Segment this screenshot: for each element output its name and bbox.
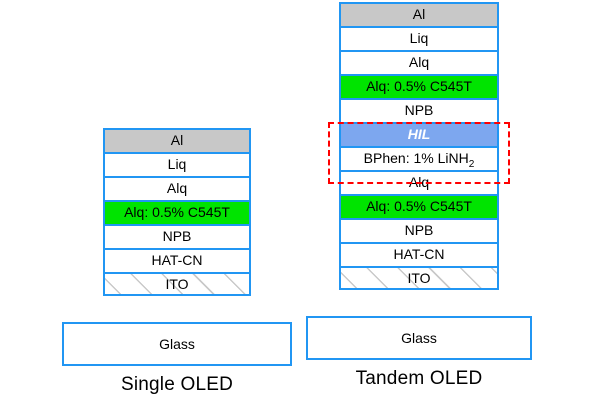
layer-row: Al bbox=[103, 128, 251, 152]
layer-row: ITO bbox=[103, 272, 251, 296]
caption-tandem-oled: Tandem OLED bbox=[355, 368, 483, 389]
layer-row: HAT-CN bbox=[103, 248, 251, 272]
layer-label: Alq bbox=[166, 180, 188, 196]
substrate-glass-tandem: Glass bbox=[306, 316, 532, 360]
layer-row: Alq: 0.5% C545T bbox=[339, 194, 499, 218]
layer-row: Liq bbox=[339, 26, 499, 50]
layer-label: Al bbox=[170, 132, 184, 148]
layer-row: Alq bbox=[339, 50, 499, 74]
layer-label: Alq bbox=[408, 174, 430, 190]
layer-label: Alq: 0.5% C545T bbox=[124, 204, 230, 220]
layer-label: Alq: 0.5% C545T bbox=[366, 78, 472, 94]
layer-label: Alq: 0.5% C545T bbox=[366, 198, 472, 214]
layer-row: HAT-CN bbox=[339, 242, 499, 266]
caption-single-oled: Single OLED bbox=[120, 374, 234, 395]
layer-row: Alq: 0.5% C545T bbox=[103, 200, 251, 224]
layer-row: Liq bbox=[103, 152, 251, 176]
layer-label: NPB bbox=[404, 102, 434, 118]
layer-label: Liq bbox=[409, 30, 429, 46]
layer-label: Liq bbox=[167, 156, 187, 172]
layer-row: Alq bbox=[103, 176, 251, 200]
layer-label: NPB bbox=[162, 228, 192, 244]
layer-row: ITO bbox=[339, 266, 499, 290]
layer-row: NPB bbox=[103, 224, 251, 248]
layer-label: HIL bbox=[407, 126, 431, 142]
layer-label: HAT-CN bbox=[393, 246, 445, 262]
layer-row: Al bbox=[339, 2, 499, 26]
layer-label: Al bbox=[412, 6, 426, 22]
layer-row: HIL bbox=[339, 122, 499, 146]
layer-label-subscript: 2 bbox=[468, 158, 475, 170]
layer-label: ITO bbox=[407, 270, 431, 286]
layer-label: HAT-CN bbox=[151, 252, 203, 268]
substrate-glass-single: Glass bbox=[62, 322, 292, 366]
layer-row: NPB bbox=[339, 98, 499, 122]
layer-label: Alq bbox=[408, 54, 430, 70]
layer-label: ITO bbox=[165, 276, 189, 292]
layer-row: BPhen: 1% LiNH2 bbox=[339, 146, 499, 170]
layer-row: Alq bbox=[339, 170, 499, 194]
layer-label: BPhen: 1% LiNH bbox=[363, 150, 469, 166]
layer-label: NPB bbox=[404, 222, 434, 238]
layer-row: Alq: 0.5% C545T bbox=[339, 74, 499, 98]
layer-row: NPB bbox=[339, 218, 499, 242]
